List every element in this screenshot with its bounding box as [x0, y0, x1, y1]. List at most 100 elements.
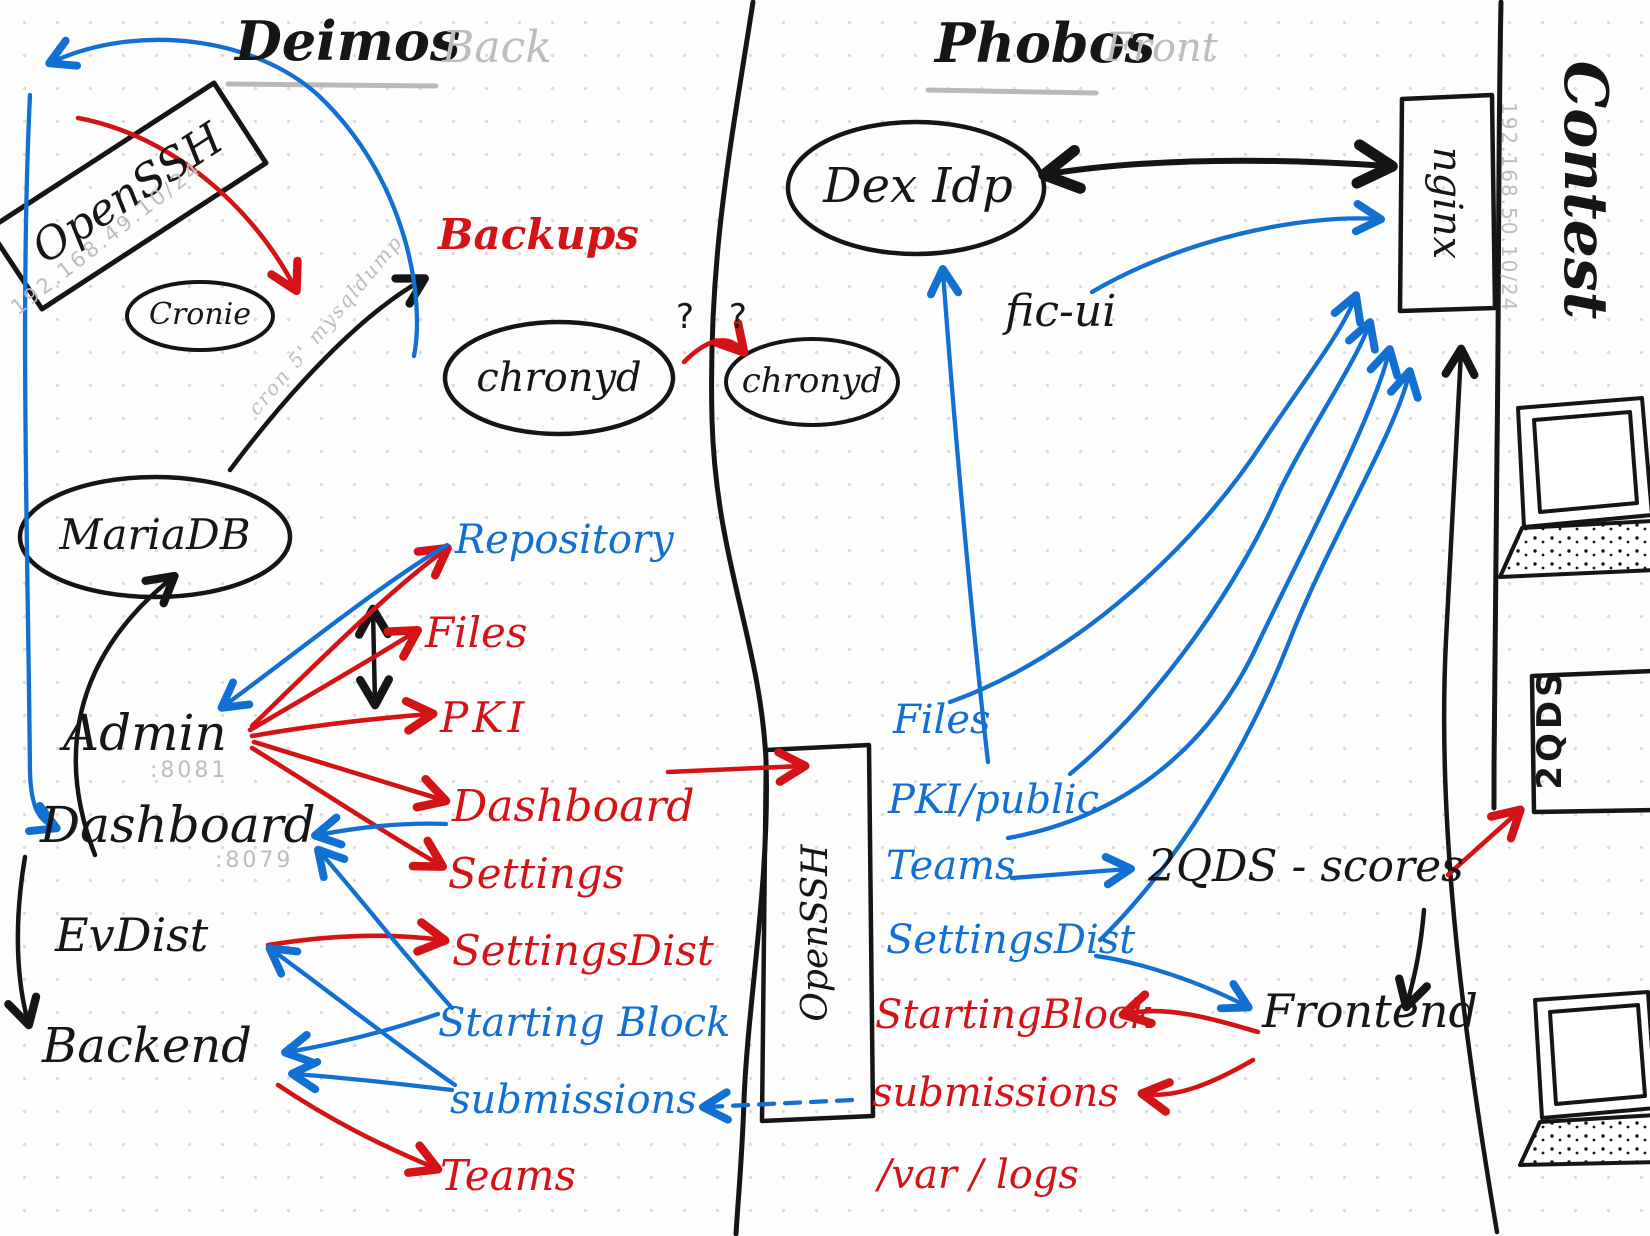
startingblock-to-backend-arrow [281, 1011, 441, 1066]
teams-to-nginx-arrow [1005, 345, 1402, 841]
service-submissions-left: submissions [450, 1077, 697, 1123]
divider-phobos-contest [1491, 0, 1504, 811]
chronyd-question-marks: ? ? [676, 297, 759, 337]
submissions-to-evdist-arrow [265, 944, 458, 1088]
black-arrows [4, 139, 1431, 1030]
service-settingsdist-right: SettingsDist [886, 917, 1136, 963]
service-pki-public: PKI/public [888, 777, 1100, 823]
qds-scoreboard-box [1529, 668, 1650, 815]
settingsdist-to-nginx-arrow [1097, 367, 1422, 943]
ficui-to-nginx-arrow [1089, 200, 1385, 295]
admin-to-pki-arrow [249, 696, 438, 739]
settingsdist-to-frontend-arrow [1093, 953, 1253, 1013]
ficui-label: fic-ui [1005, 286, 1117, 337]
frontend-to-qds-arrow [1445, 805, 1525, 878]
contest-to-nginx-line [1441, 344, 1500, 1235]
repository-to-admin-arrow [217, 542, 450, 712]
backend-label: Backend [42, 1018, 252, 1074]
red-arrows [75, 115, 1525, 1177]
deimos-title-underline [225, 81, 439, 89]
dexidp-nginx-double-arrow [1038, 139, 1398, 194]
chronyd-left-label: chronyd [476, 355, 642, 401]
phobos-title: Phobos [935, 11, 1156, 75]
service-repository: Repository [455, 517, 674, 563]
laptop-bottom-keyboard [1518, 1113, 1650, 1167]
openssh-middle-box [759, 742, 876, 1124]
scores-to-frontend-arrow [1395, 907, 1431, 1012]
dashboard-port: :8079 [215, 848, 294, 873]
laptop-bottom-screen-inner [1548, 1003, 1647, 1106]
dashboard-to-backend-arrow [4, 854, 41, 1030]
openssh-middle-label: OpenSSH [795, 844, 836, 1022]
service-files-left: Files [425, 608, 528, 657]
submissions-to-backend-arrow [288, 1057, 455, 1094]
laptop-bottom-screen [1533, 990, 1650, 1120]
laptop-top-screen [1516, 396, 1650, 529]
cronie-ellipse [125, 280, 275, 352]
backend-to-teams-arrow [275, 1082, 443, 1177]
evdist-label: EvDist [55, 908, 209, 962]
admin-to-repository-arrow [249, 543, 452, 729]
admin-to-settings-arrow [249, 745, 448, 871]
chronyd-sync-arrow [681, 318, 749, 365]
deimos-subtitle: Back [442, 22, 552, 73]
openssh-left-box [0, 80, 269, 312]
service-teams-right: Teams [886, 843, 1016, 889]
service-startingblock-left: Starting Block [438, 1000, 731, 1046]
service-teams-left: Teams [440, 1151, 577, 1200]
service-dashboard-left: Dashboard [452, 781, 695, 832]
service-settings-left: Settings [448, 849, 625, 898]
files-to-nginx-arrow [947, 291, 1365, 705]
cronie-label: Cronie [148, 297, 252, 332]
laptop-top-keyboard [1498, 519, 1650, 579]
service-files-right: Files [893, 697, 991, 743]
admin-port: :8081 [150, 758, 229, 783]
long-topleft-blue-arrow [45, 36, 420, 359]
chronyd-right-ellipse [724, 337, 900, 427]
contestant-laptops [1498, 396, 1650, 1167]
phobos-title-underline [925, 87, 1099, 96]
dashboard-to-mariadb-arrow [73, 571, 179, 858]
nginx-ip: 192.168.50.10/24 [1497, 102, 1521, 313]
dexidp-label: Dex Idp [823, 158, 1013, 214]
topleft-red-arrow [75, 115, 302, 296]
nginx-box [1397, 92, 1498, 314]
frontend-to-submissions-arrow [1137, 1057, 1256, 1116]
var-logs-label: /var / logs [878, 1152, 1079, 1198]
blue-arrows [22, 36, 1422, 1124]
evdist-to-settingsdist-arrow [265, 918, 450, 956]
chronyd-right-label: chronyd [741, 361, 883, 401]
mariadb-to-backups-arrow [227, 274, 429, 473]
deimos-title: Deimos [235, 9, 461, 73]
phobos-subtitle: Front [1105, 25, 1218, 71]
chronyd-left-ellipse [442, 319, 676, 437]
startingblock-to-dashboard-arrow [314, 845, 455, 1011]
submissions-dashed-arrow [698, 1088, 855, 1124]
teams-to-scores-arrow [1009, 853, 1135, 889]
service-startingblock-right: StartingBlock [875, 992, 1155, 1038]
service-pki-left: PKI [440, 693, 529, 742]
to-dexidp-arrow [926, 265, 991, 765]
dashboard-node-label: Dashboard [40, 796, 316, 854]
frontend-label: Frontend [1262, 984, 1479, 1038]
contest-title: Contest [1550, 60, 1620, 320]
to-openssh-middle-arrow [665, 748, 810, 786]
admin-label: Admin [63, 704, 227, 762]
admin-to-dashboard-arrow [251, 739, 451, 812]
dashboard-link-arrow [311, 813, 449, 849]
nginx-label: nginx [1424, 146, 1470, 260]
divider-deimos-phobos [709, 0, 769, 1236]
qds-scores-label: 2QDS - scores [1148, 841, 1464, 892]
service-submissions-right: submissions [872, 1070, 1119, 1116]
section-dividers [225, 0, 1504, 1236]
pki-to-nginx-arrow [1067, 318, 1379, 777]
service-settingsdist-left: SettingsDist [452, 926, 714, 975]
backups-label: Backups [438, 210, 639, 259]
admin-to-files-arrow [247, 626, 423, 733]
frontend-to-startingblock-arrow [1118, 990, 1261, 1035]
qds-box-label: 2QDS [1530, 668, 1570, 790]
leftedge-to-dashboard-arrow [22, 92, 61, 835]
mariadb-label: MariaDB [59, 510, 251, 559]
